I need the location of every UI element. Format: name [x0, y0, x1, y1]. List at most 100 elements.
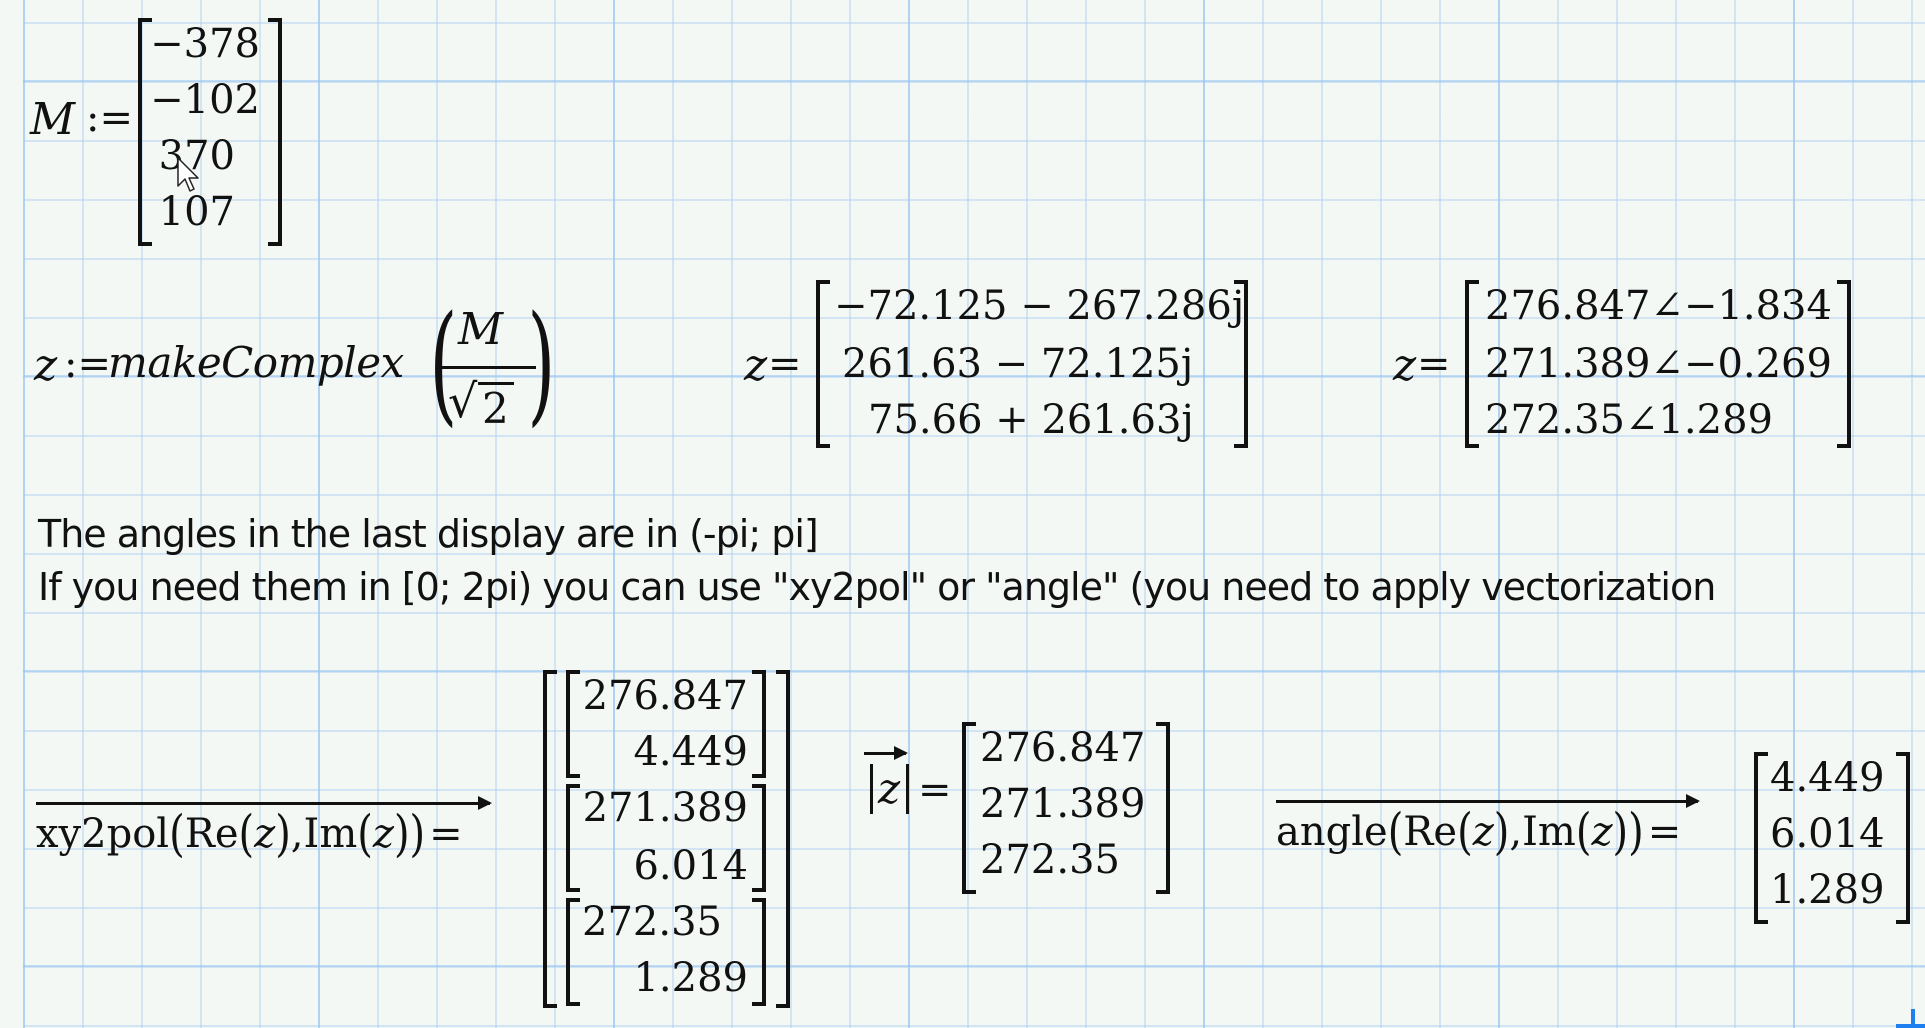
assign-operator: := — [64, 341, 111, 387]
var-z: z — [1472, 809, 1494, 855]
function-Re: Re — [184, 811, 239, 857]
inner-bracket-right — [752, 898, 766, 1006]
abs-bar-left — [870, 764, 873, 814]
matrix-cell[interactable]: −378 — [150, 21, 260, 67]
inner-bracket-right — [752, 784, 766, 892]
matrix-cell: 261.63 − 72.125j — [842, 341, 1194, 387]
angle-expression: angle(Re(z),Im(z))= — [1276, 807, 1682, 857]
numerator-M: M — [458, 304, 504, 355]
region-define-z[interactable]: z := makeComplex ( M √ 2 ) — [30, 287, 555, 450]
outer-bracket-left — [543, 670, 557, 1008]
comma: , — [1509, 809, 1523, 855]
matrix-cell: 276.847∠−1.834 — [1485, 283, 1832, 329]
region-eval-angle[interactable]: angle(Re(z),Im(z))= 4.449 6.014 1.289 — [1276, 748, 1916, 926]
matrix-bracket-left — [1465, 280, 1479, 448]
var-z: z — [878, 764, 901, 813]
paren: ( — [169, 805, 185, 863]
vectorize-arrow — [1276, 794, 1700, 808]
paren: ( — [1575, 803, 1592, 861]
insertion-point-marker — [1896, 1024, 1925, 1028]
var-z: z — [372, 811, 394, 857]
matrix-cell[interactable]: 107 — [158, 189, 235, 235]
matrix-cell: 271.389 — [980, 781, 1146, 827]
function-Im: Im — [303, 811, 358, 857]
abs-bar-right — [906, 764, 909, 814]
matrix-cell: 4.449 — [633, 729, 748, 775]
paren: ) — [275, 805, 291, 863]
equals-sign: = — [429, 811, 463, 857]
matrix-bracket-right — [1896, 752, 1910, 924]
matrix-cell: 271.389∠−0.269 — [1485, 341, 1832, 387]
region-eval-z-polar[interactable]: z = 276.847∠−1.834 271.389∠−0.269 272.35… — [1393, 276, 1853, 452]
var-M: M — [30, 94, 76, 145]
outer-bracket-right — [776, 670, 790, 1008]
equals-sign: = — [768, 341, 802, 387]
paren: ) — [1493, 803, 1510, 861]
region-define-M[interactable]: M := −378 −102 370 107 — [30, 14, 290, 246]
matrix-bracket-right — [1156, 722, 1170, 894]
radicand: 2 — [482, 384, 509, 433]
inner-bracket-left — [566, 898, 580, 1006]
equals-sign: = — [918, 767, 952, 813]
function-angle: angle — [1276, 809, 1388, 855]
matrix-cell: 6.014 — [1770, 811, 1885, 857]
text-region-note[interactable]: The angles in the last display are in (-… — [38, 512, 1716, 609]
matrix-cell: 75.66 + 261.63j — [868, 397, 1194, 443]
inner-bracket-right — [752, 670, 766, 778]
paren: ) — [409, 805, 426, 863]
matrix-cell: 4.449 — [1770, 755, 1885, 801]
paren: ( — [357, 805, 373, 863]
equals-sign: = — [1417, 341, 1451, 387]
note-line-2: If you need them in [0; 2pi) you can use… — [38, 565, 1716, 609]
paren: ( — [1387, 803, 1404, 861]
matrix-bracket-right — [1234, 280, 1248, 448]
matrix-cell: 272.35 — [582, 899, 722, 945]
matrix-cell: 1.289 — [1770, 867, 1885, 913]
matrix-bracket-left — [138, 18, 152, 246]
region-eval-xy2pol[interactable]: xy2pol(Re(z),Im(z))= 276.847 4.449 271.3… — [36, 660, 796, 1016]
assign-operator: := — [86, 95, 133, 141]
matrix-bracket-left — [816, 280, 830, 448]
xy2pol-expression: xy2pol(Re(z),Im(z))= — [36, 809, 463, 859]
var-z: z — [254, 811, 276, 857]
paren: ( — [1457, 803, 1473, 861]
matrix-bracket-left — [962, 722, 976, 894]
function-Im: Im — [1522, 809, 1576, 855]
function-makeComplex: makeComplex — [108, 338, 404, 387]
insertion-point-marker — [1911, 1009, 1915, 1028]
function-Re: Re — [1403, 809, 1458, 855]
paren: ( — [238, 805, 255, 863]
matrix-bracket-right — [268, 18, 282, 246]
matrix-bracket-right — [1837, 280, 1851, 448]
region-eval-z-rectangular[interactable]: z = −72.125 − 267.286j 261.63 − 72.125j … — [744, 276, 1250, 452]
vectorize-arrow — [36, 796, 492, 810]
matrix-cell: 276.847 — [980, 725, 1146, 771]
matrix-cell: 272.35∠1.289 — [1485, 397, 1773, 443]
matrix-cell[interactable]: 370 — [158, 133, 235, 179]
paren: ) — [393, 805, 410, 863]
matrix-cell: 271.389 — [582, 785, 748, 831]
inner-bracket-left — [566, 670, 580, 778]
matrix-cell[interactable]: −102 — [150, 77, 260, 123]
paren-right: ) — [527, 287, 556, 439]
var-z: z — [744, 340, 768, 391]
matrix-cell: 1.289 — [633, 955, 748, 1001]
matrix-cell: 272.35 — [980, 837, 1120, 883]
worksheet-grid[interactable] — [23, 0, 1925, 1028]
paren-left: ( — [429, 287, 458, 439]
inner-bracket-left — [566, 784, 580, 892]
var-z: z — [1591, 809, 1613, 855]
matrix-cell: −72.125 − 267.286j — [834, 283, 1245, 329]
note-line-1: The angles in the last display are in (-… — [38, 512, 819, 556]
matrix-cell: 276.847 — [582, 673, 748, 719]
sqrt-symbol: √ — [448, 374, 478, 428]
paren: ) — [1628, 803, 1644, 861]
region-eval-abs-z[interactable]: z = 276.847 271.389 272.35 — [862, 722, 1174, 926]
var-z: z — [1393, 340, 1417, 391]
matrix-cell: 6.014 — [633, 843, 748, 889]
paren: ) — [1612, 803, 1629, 861]
equals-sign: = — [1647, 809, 1682, 855]
vectorize-arrow — [864, 746, 908, 760]
var-z: z — [34, 340, 58, 391]
matrix-bracket-left — [1754, 752, 1768, 924]
